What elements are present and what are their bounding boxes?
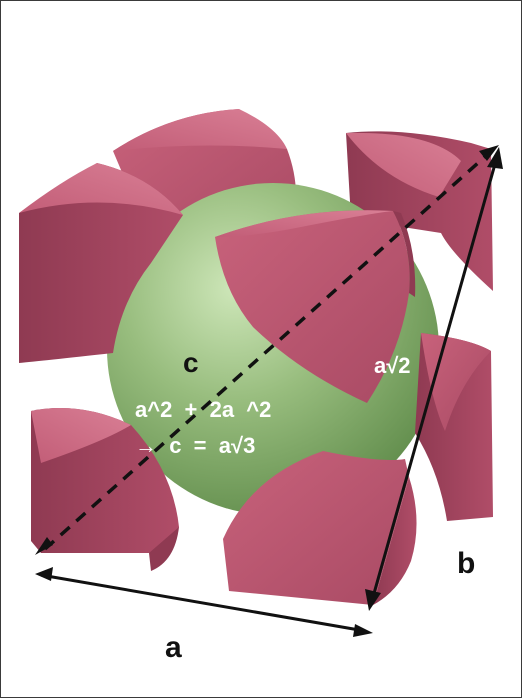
corner-atom-front-bottom-right: [223, 451, 417, 605]
corner-atom-front-top-right: [215, 210, 416, 403]
face-diagonal-label: a√2: [374, 353, 411, 378]
corner-atom-front-bottom-left: [31, 408, 179, 571]
edge-label-a: a: [165, 631, 182, 664]
body-diagonal-dashed-arrow: [43, 153, 489, 551]
corner-atom-front-top-left: [19, 163, 183, 363]
arrowhead-edge-right: [353, 624, 373, 637]
arrowhead-body-diagonal-start: [35, 537, 53, 555]
corner-atom-back-bottom-right: [415, 333, 493, 521]
equation-line-2: → c = a√3: [135, 433, 256, 458]
edge-label-b: b: [457, 547, 476, 580]
corner-atom-back-top-right: [346, 131, 493, 291]
edge-arrow-bottom: [40, 573, 366, 633]
arrowhead-body-diagonal-end: [479, 145, 499, 161]
arrowhead-face-diagonal-bottom: [365, 589, 381, 611]
arrowhead-face-diagonal-top: [487, 147, 503, 169]
arrowhead-edge-left: [35, 567, 53, 581]
equation-line-1: a^2 + 2a ^2: [135, 397, 272, 422]
face-diagonal-arrow: [371, 156, 499, 598]
center-atom-label: c: [183, 347, 199, 378]
